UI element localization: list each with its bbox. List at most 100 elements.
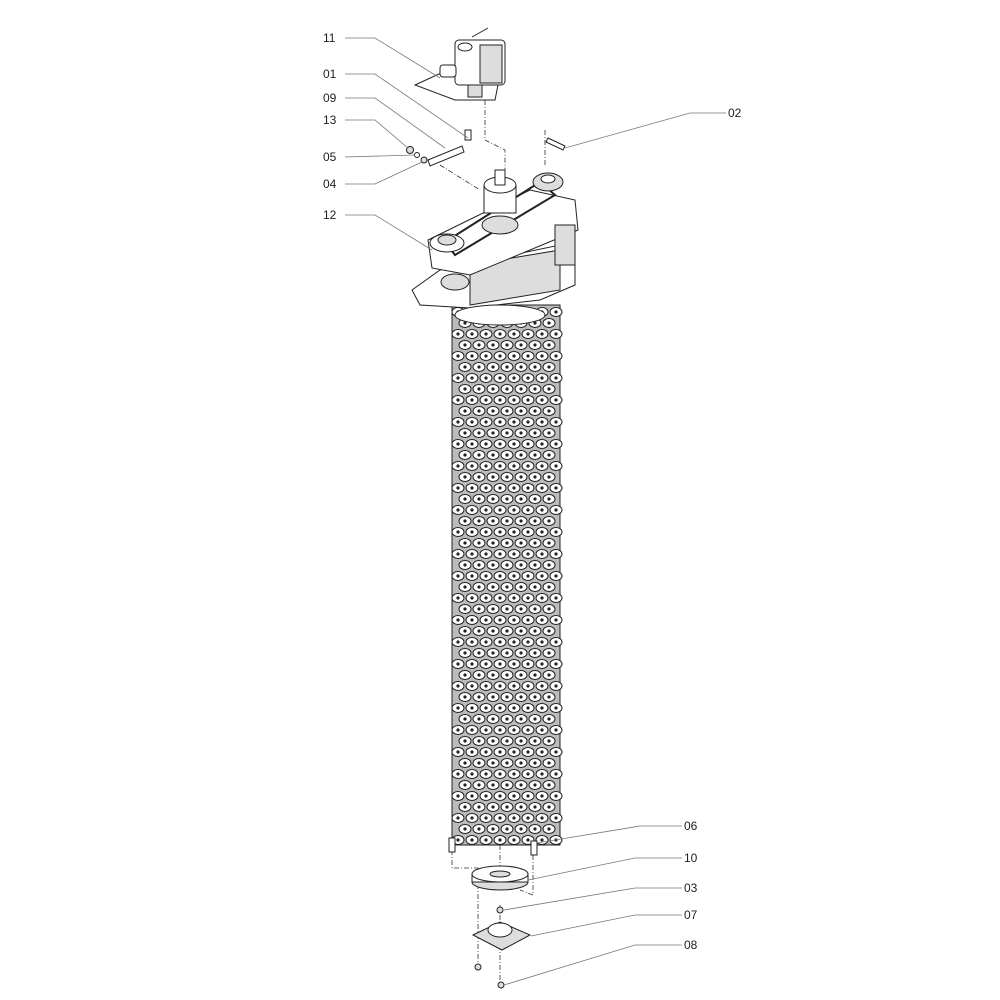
roller-knob-center bbox=[498, 596, 502, 600]
roller-knob-center bbox=[463, 409, 467, 413]
roller-knob-center bbox=[470, 420, 474, 424]
roller-knob-center bbox=[484, 398, 488, 402]
roller-knob-center bbox=[456, 420, 460, 424]
roller-knob-center bbox=[540, 772, 544, 776]
roller-knob-center bbox=[484, 574, 488, 578]
roller-knob-center bbox=[484, 618, 488, 622]
roller-knob-center bbox=[498, 574, 502, 578]
roller-knob-center bbox=[484, 530, 488, 534]
roller-knob-center bbox=[547, 431, 551, 435]
roller-knob-center bbox=[498, 442, 502, 446]
roller-knob-center bbox=[526, 596, 530, 600]
hydraulic-motor bbox=[413, 27, 506, 101]
roller-knob-center bbox=[491, 343, 495, 347]
roller-knob-center bbox=[456, 442, 460, 446]
roller-knob-center bbox=[526, 728, 530, 732]
roller-knob-center bbox=[533, 717, 537, 721]
roller-knob-center bbox=[526, 750, 530, 754]
roller-knob-center bbox=[491, 695, 495, 699]
plate-part-09 bbox=[427, 145, 465, 167]
roller-knob-center bbox=[491, 805, 495, 809]
roller-knob-center bbox=[519, 783, 523, 787]
roller-knob-center bbox=[498, 838, 502, 842]
roller-knob-center bbox=[540, 530, 544, 534]
roller-knob-center bbox=[498, 486, 502, 490]
roller-knob-center bbox=[463, 387, 467, 391]
roller-knob-center bbox=[491, 585, 495, 589]
roller-knob-center bbox=[477, 431, 481, 435]
roller-knob-center bbox=[547, 321, 551, 325]
roller-knob-center bbox=[498, 332, 502, 336]
callout-12: 12 bbox=[323, 208, 337, 222]
roller-knob-center bbox=[484, 750, 488, 754]
roller-knob-center bbox=[519, 695, 523, 699]
bearing-part-07 bbox=[471, 921, 532, 951]
roller-knob-center bbox=[484, 662, 488, 666]
roller-knob-center bbox=[519, 739, 523, 743]
roller-knob-center bbox=[456, 508, 460, 512]
roller-knob-center bbox=[533, 695, 537, 699]
roller-knob-center bbox=[547, 387, 551, 391]
roller-knob-center bbox=[519, 629, 523, 633]
callout-09: 09 bbox=[323, 91, 337, 105]
roller-knob-center bbox=[540, 508, 544, 512]
nut-part-13 bbox=[406, 146, 414, 154]
roller-knob-center bbox=[498, 706, 502, 710]
roller-knob-center bbox=[547, 365, 551, 369]
roller-knob-center bbox=[526, 838, 530, 842]
roller-knob-center bbox=[519, 563, 523, 567]
roller-knob-center bbox=[498, 398, 502, 402]
roller-knob-center bbox=[477, 453, 481, 457]
roller-knob-center bbox=[554, 684, 558, 688]
roller-knob-center bbox=[477, 673, 481, 677]
roller-knob-center bbox=[505, 607, 509, 611]
roller-knob-center bbox=[463, 651, 467, 655]
roller-knob-center bbox=[554, 310, 558, 314]
roller-knob-center bbox=[526, 772, 530, 776]
roller-knob-center bbox=[498, 530, 502, 534]
nut-left bbox=[474, 963, 482, 971]
roller-knob-center bbox=[526, 618, 530, 622]
roller-knob-center bbox=[477, 805, 481, 809]
roller-knob-center bbox=[540, 662, 544, 666]
roller-knob-center bbox=[547, 475, 551, 479]
roller-knob-center bbox=[533, 453, 537, 457]
roller-knob-center bbox=[470, 486, 474, 490]
roller-knob-center bbox=[477, 343, 481, 347]
callout-07: 07 bbox=[684, 908, 698, 922]
callout-03: 03 bbox=[684, 881, 698, 895]
roller-knob-center bbox=[456, 574, 460, 578]
roller-knob-center bbox=[512, 662, 516, 666]
roller-knob-center bbox=[498, 618, 502, 622]
roller-knob-center bbox=[540, 464, 544, 468]
leader-lines bbox=[344, 37, 726, 986]
roller-knob-center bbox=[519, 717, 523, 721]
roller-knob-center bbox=[470, 662, 474, 666]
roller-knob-center bbox=[526, 574, 530, 578]
roller-knob-center bbox=[512, 816, 516, 820]
roller-knob-center bbox=[456, 662, 460, 666]
roller-knob-center bbox=[456, 596, 460, 600]
roller-knob-center bbox=[456, 486, 460, 490]
roller-knob-center bbox=[547, 607, 551, 611]
roller-knob-center bbox=[491, 827, 495, 831]
roller-knob-center bbox=[533, 563, 537, 567]
key-part-01 bbox=[464, 129, 472, 141]
roller-knob-center bbox=[540, 728, 544, 732]
roller-knob-center bbox=[512, 552, 516, 556]
washer-part-04 bbox=[420, 156, 428, 164]
roller-knob-center bbox=[456, 838, 460, 842]
roller-knob-center bbox=[498, 640, 502, 644]
roller-knob-center bbox=[463, 343, 467, 347]
nut-part-08 bbox=[497, 981, 505, 989]
roller-knob-center bbox=[554, 376, 558, 380]
roller-knob-center bbox=[505, 431, 509, 435]
roller-knob-center bbox=[547, 651, 551, 655]
roller-knob-center bbox=[463, 541, 467, 545]
roller-knob-center bbox=[526, 332, 530, 336]
roller-knob-center bbox=[456, 772, 460, 776]
roller-knob-center bbox=[463, 695, 467, 699]
roller-knob-center bbox=[470, 530, 474, 534]
roller-knob-center bbox=[463, 629, 467, 633]
roller-knob-center bbox=[554, 772, 558, 776]
